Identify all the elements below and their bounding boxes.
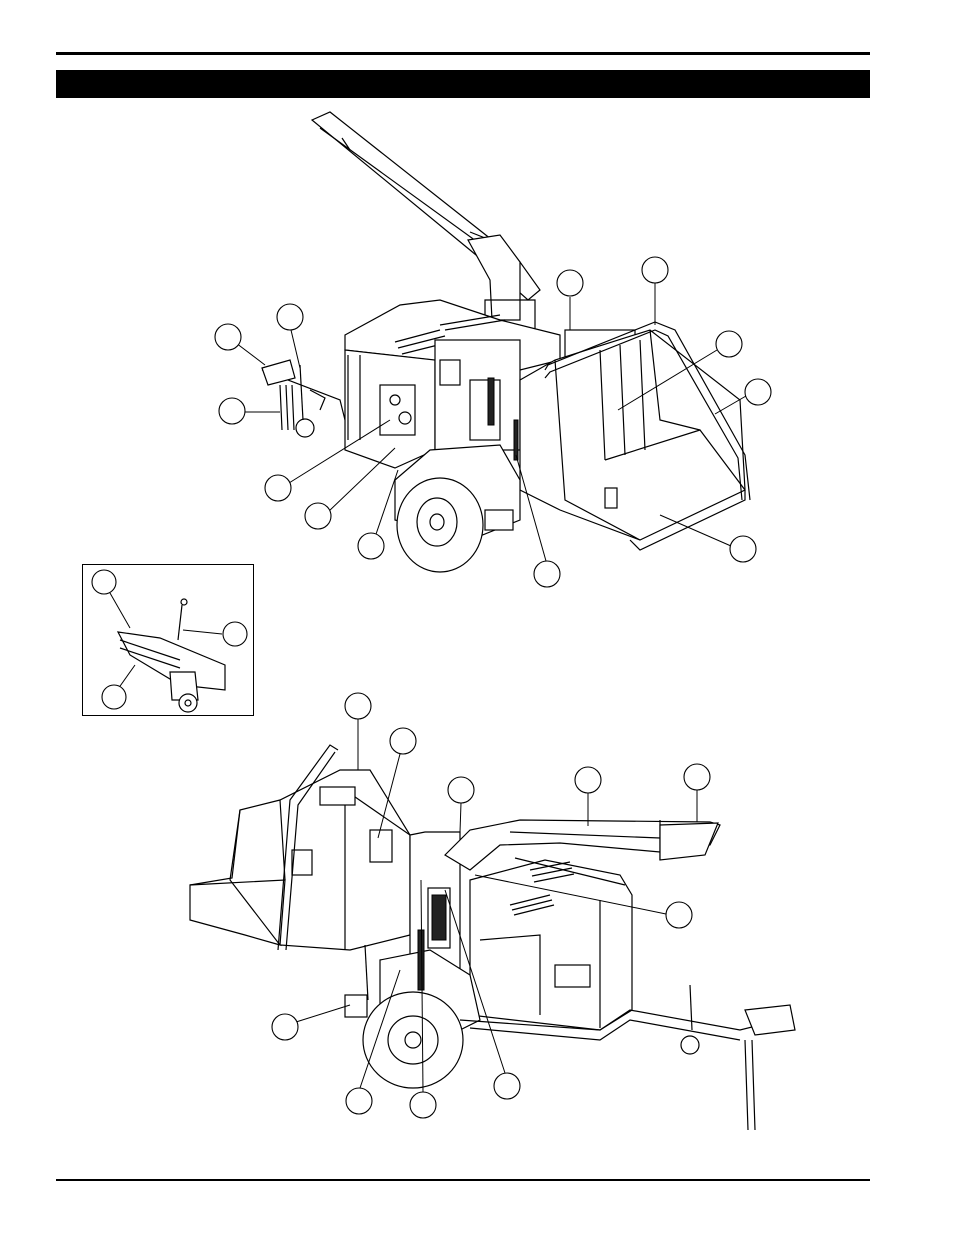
top-view-chipper xyxy=(261,111,751,573)
bottom-view-callouts xyxy=(271,692,711,1119)
bottom-view-chipper xyxy=(189,744,796,1131)
inset-frame xyxy=(82,564,254,716)
top-view-callouts xyxy=(214,256,772,588)
section-title-bar xyxy=(56,70,870,98)
inset-jack-detail xyxy=(91,569,248,713)
footer-rule xyxy=(56,1179,870,1181)
header-rule xyxy=(56,52,870,55)
